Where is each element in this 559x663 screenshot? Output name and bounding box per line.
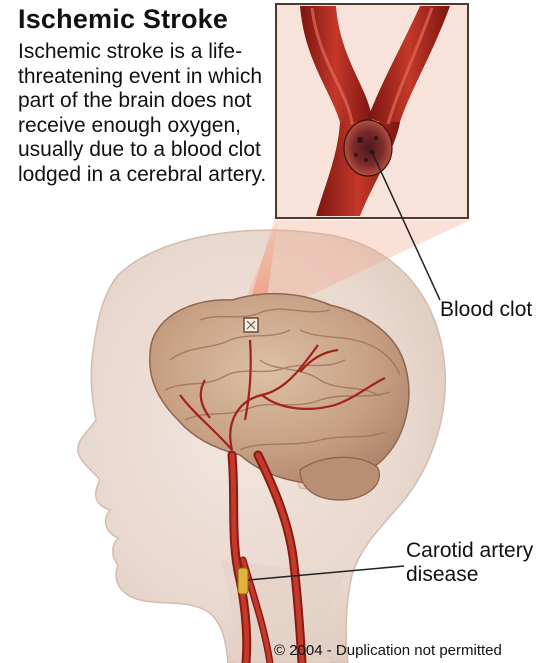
blood-clot (344, 120, 392, 176)
carotid-label-line1: Carotid artery (406, 539, 556, 563)
copyright-notice: © 2004 - Duplication not permitted (274, 642, 502, 659)
carotid-plaque (238, 568, 248, 594)
carotid-label-line2: disease (406, 563, 556, 587)
page-title: Ischemic Stroke (18, 4, 228, 35)
description-text: Ischemic stroke is a life-threatening ev… (18, 40, 270, 187)
carotid-label: Carotid artery disease (406, 539, 556, 587)
blood-clot-label: Blood clot (440, 298, 532, 322)
